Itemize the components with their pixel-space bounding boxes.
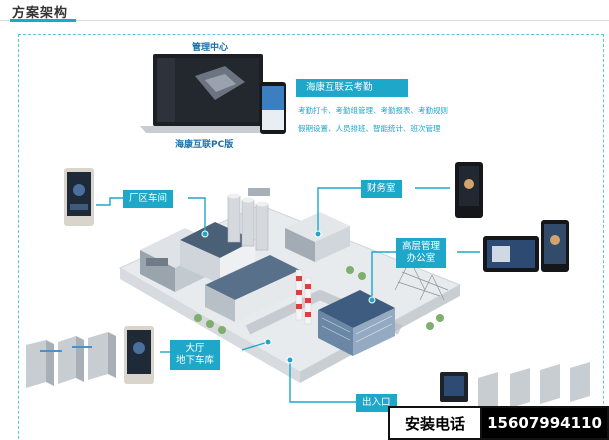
dot-entrance [286,356,294,364]
face-terminal-lobby [124,326,154,384]
workshop-label: 厂区车间 [123,190,174,208]
turnstile-gates-right [440,362,590,412]
executive-terminals [483,220,569,272]
dot-workshop [201,230,209,238]
chimneys [295,269,312,325]
page-title: 方案架构 [12,6,69,21]
executive-office-label-line-1: 高层管理 [402,241,441,252]
finance-label: 财务室 [361,180,402,198]
lobby-garage-label: 大厅 地下车库 [170,340,221,370]
turnstile-gates-left [26,332,116,388]
connector-finance [317,187,361,232]
executive-office-label: 高层管理 办公室 [396,238,447,268]
face-terminal-left [64,168,94,226]
laptop-device [140,54,276,133]
entrance-label: 出入口 [356,394,397,412]
cloud-feature-line-2: 假期设置、人员排班、智能统计、班次管理 [298,124,441,133]
pc-version-caption: 海康互联PC版 [175,140,234,150]
install-phone-banner: 安装电话 15607994110 [388,406,609,440]
factory-hall [180,222,255,284]
connector-workshop [96,197,123,206]
face-terminal-finance [455,162,483,218]
dot-lobby [264,338,272,346]
title-divider [0,20,609,21]
dot-finance [314,230,322,238]
silos [227,188,270,251]
dot-executive [368,296,376,304]
connector-executive [371,251,396,298]
management-center-caption: 管理中心 [192,43,229,53]
cloud-feature-line-1: 考勤打卡、考勤组管理、考勤报表、考勤规则 [298,106,448,115]
connector-lobby-campus [241,341,269,351]
warehouse [205,255,300,322]
phone-device [260,82,286,134]
connector-workshop-down [188,197,206,232]
executive-office-label-line-2: 办公室 [406,252,436,264]
title-accent-bar [10,19,76,22]
install-phone-label: 安装电话 [390,408,482,438]
diagram-frame [18,34,604,440]
install-phone-number[interactable]: 15607994110 [482,408,607,438]
cloud-attendance-title: 海康互联云考勤 [296,79,408,97]
executive-building [318,290,395,356]
trees [194,266,444,334]
lobby-label-line-1: 大厅 [185,343,205,354]
connector-entrance [289,360,356,403]
lobby-label-line-2: 地下车库 [176,354,215,366]
